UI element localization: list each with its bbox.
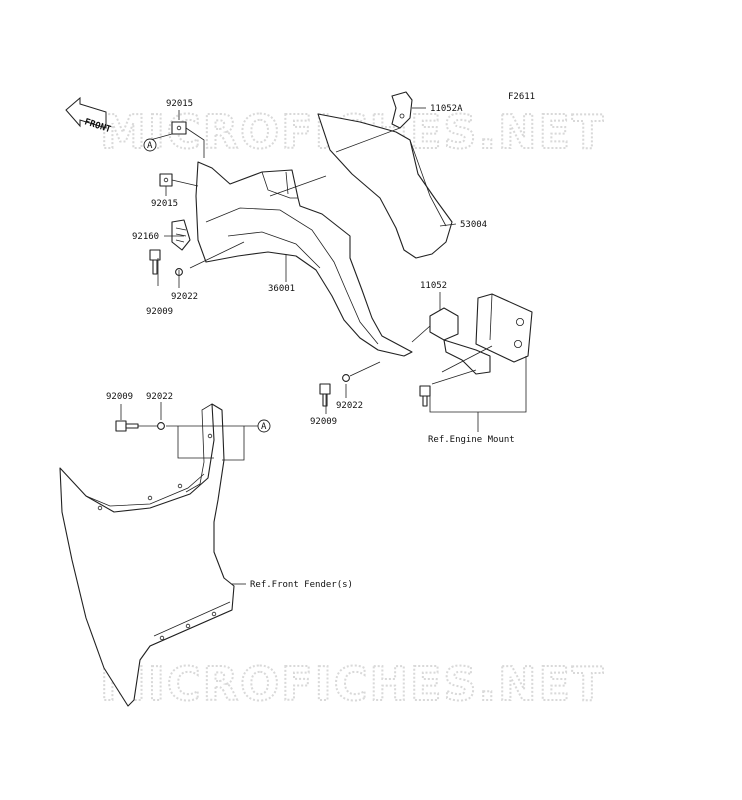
mudflap-53004 <box>317 113 453 259</box>
label-11052a: 11052A <box>430 104 463 114</box>
label-92009-upper: 92009 <box>146 307 173 317</box>
callout-a-lower: A <box>257 419 271 433</box>
bolt-92009-middle <box>319 383 331 407</box>
label-92160: 92160 <box>132 232 159 242</box>
front-fender-ref <box>59 403 235 707</box>
watermark-bottom: MICROFICHES.NET <box>100 657 605 711</box>
pad-92160 <box>171 219 191 251</box>
bolt-engine-mount <box>419 385 431 407</box>
label-11052: 11052 <box>420 281 447 291</box>
engine-mount-plate <box>475 293 533 363</box>
label-92015-mid: 92015 <box>151 199 178 209</box>
figure-id: F2611 <box>508 92 535 102</box>
bolt-92009-lower <box>115 420 139 432</box>
label-ref-front-fender: Ref.Front Fender(s) <box>250 580 353 590</box>
bolt-92009-upper <box>149 249 161 275</box>
label-ref-engine-mount: Ref.Engine Mount <box>428 435 515 445</box>
label-92022-lower: 92022 <box>146 392 173 402</box>
leader-lines <box>120 107 527 585</box>
callout-a-top: A <box>143 138 157 152</box>
clip-92015-mid <box>159 173 173 187</box>
bracket-11052 <box>429 307 491 375</box>
label-36001: 36001 <box>268 284 295 294</box>
label-53004: 53004 <box>460 220 487 230</box>
label-92015-top: 92015 <box>166 99 193 109</box>
callout-a-lower-letter: A <box>261 422 267 432</box>
label-92022-upper: 92022 <box>171 292 198 302</box>
callout-a-top-letter: A <box>147 141 153 151</box>
label-92009-middle: 92009 <box>310 417 337 427</box>
inner-fender-36001 <box>195 161 413 357</box>
washer-92022-middle <box>342 374 350 382</box>
front-arrow-icon: FRONT <box>65 96 112 135</box>
clip-92015-top <box>171 121 187 135</box>
washer-92022-lower <box>157 422 165 430</box>
bracket-11052a <box>391 91 413 129</box>
label-92022-middle: 92022 <box>336 401 363 411</box>
label-92009-lower: 92009 <box>106 392 133 402</box>
